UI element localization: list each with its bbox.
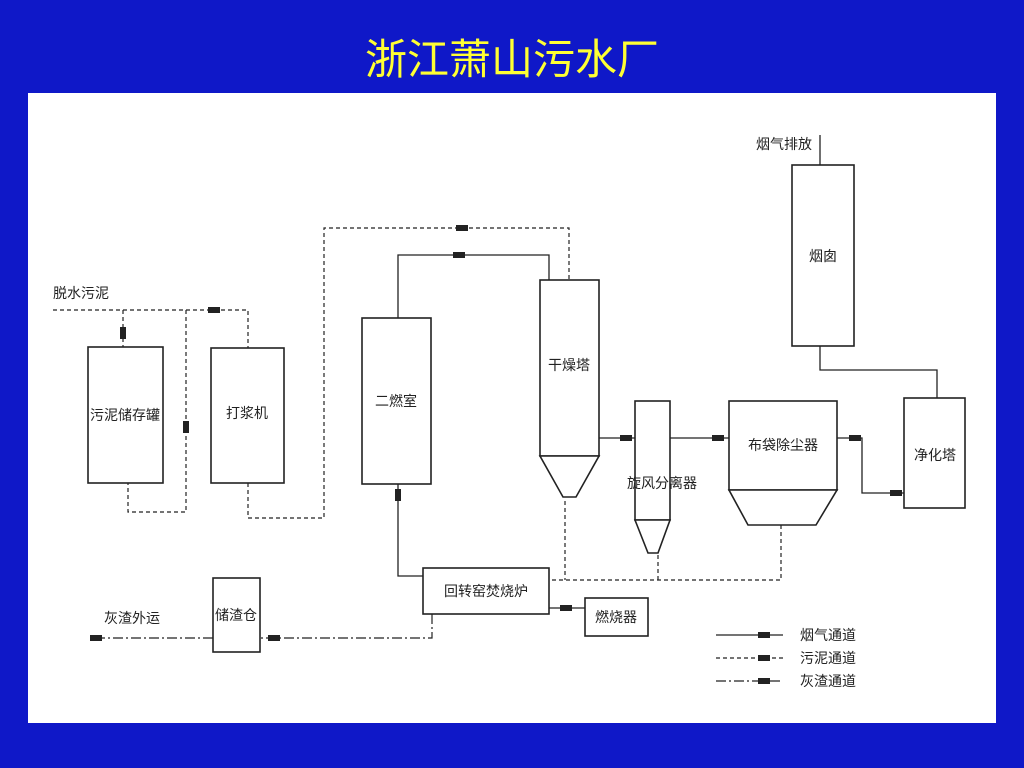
cyclone-label: 旋风分离器 — [627, 475, 697, 492]
arrow-marker — [90, 635, 102, 641]
ash-line-kiln-to-bin — [260, 614, 433, 639]
legend: 烟气通道 污泥通道 灰渣通道 — [716, 628, 856, 690]
flue-line-bagfilter-to-purifier — [837, 437, 904, 494]
storage-bin: 储渣仓 — [212, 577, 261, 653]
arrow-markers — [90, 225, 902, 641]
dryer-tower: 干燥塔 — [538, 279, 601, 498]
slide-title: 浙江萧山污水厂 — [364, 35, 659, 84]
ash-lines — [88, 614, 433, 639]
arrow-marker — [620, 435, 632, 441]
secondary-chamber: 二燃室 — [361, 317, 432, 485]
process-diagram-panel: 污泥储存罐 打浆机 二燃室 干燥塔 旋风分离器 布袋除尘器 净化塔 烟囱 回转窑… — [28, 93, 996, 723]
pulper-label: 打浆机 — [226, 405, 268, 422]
chimney: 烟囱 — [791, 164, 855, 347]
arrow-marker — [758, 655, 770, 661]
arrow-marker — [268, 635, 280, 641]
sludge-line-feed — [53, 309, 249, 348]
arrow-marker — [208, 307, 220, 313]
arrow-marker — [890, 490, 902, 496]
legend-ash-label: 灰渣通道 — [800, 674, 856, 690]
arrow-marker — [183, 421, 189, 433]
bag-filter-label: 布袋除尘器 — [748, 438, 818, 454]
arrow-marker — [560, 605, 572, 611]
process-flow-diagram: 污泥储存罐 打浆机 二燃室 干燥塔 旋风分离器 布袋除尘器 净化塔 烟囱 回转窑… — [53, 135, 966, 690]
flue-gas-exhaust-label: 烟气排放 — [756, 137, 812, 153]
dewatered-sludge-label: 脱水污泥 — [53, 286, 109, 302]
arrow-marker — [395, 489, 401, 501]
chimney-label: 烟囱 — [809, 249, 837, 265]
bag-filter: 布袋除尘器 — [727, 400, 839, 526]
sludge-tank-label: 污泥储存罐 — [90, 408, 160, 424]
arrow-marker — [712, 435, 724, 441]
secondary-chamber-label: 二燃室 — [375, 393, 417, 410]
dryer-tower-label: 干燥塔 — [548, 358, 590, 374]
arrow-marker — [456, 225, 468, 231]
legend-sludge-label: 污泥通道 — [800, 651, 856, 667]
sludge-line-tank-bypass — [127, 310, 187, 513]
rotary-kiln-label: 回转窑焚烧炉 — [444, 583, 528, 600]
purifier-tower: 净化塔 — [903, 397, 966, 509]
flue-gas-lines — [397, 135, 938, 609]
arrow-marker — [758, 632, 770, 638]
arrow-marker — [849, 435, 861, 441]
ash-out-label: 灰渣外运 — [104, 611, 160, 627]
sludge-lines — [53, 227, 782, 581]
burner: 燃烧器 — [584, 597, 649, 637]
flue-line-chamber-to-dryer — [397, 254, 550, 318]
legend-flue-gas-label: 烟气通道 — [800, 628, 856, 644]
arrow-marker — [453, 252, 465, 258]
arrow-marker — [120, 327, 126, 339]
sludge-line-pulper-to-dryer — [247, 227, 570, 519]
sludge-tank: 污泥储存罐 — [87, 346, 164, 484]
flue-line-kiln-to-chamber — [397, 484, 423, 577]
flue-line-purifier-to-chimney — [819, 346, 938, 398]
burner-label: 燃烧器 — [595, 609, 637, 626]
arrow-marker — [758, 678, 770, 684]
cyclone-separator: 旋风分离器 — [627, 400, 697, 554]
pulper: 打浆机 — [210, 347, 285, 484]
purifier-tower-label: 净化塔 — [914, 448, 956, 464]
rotary-kiln: 回转窑焚烧炉 — [422, 567, 550, 615]
storage-bin-label: 储渣仓 — [215, 608, 257, 624]
